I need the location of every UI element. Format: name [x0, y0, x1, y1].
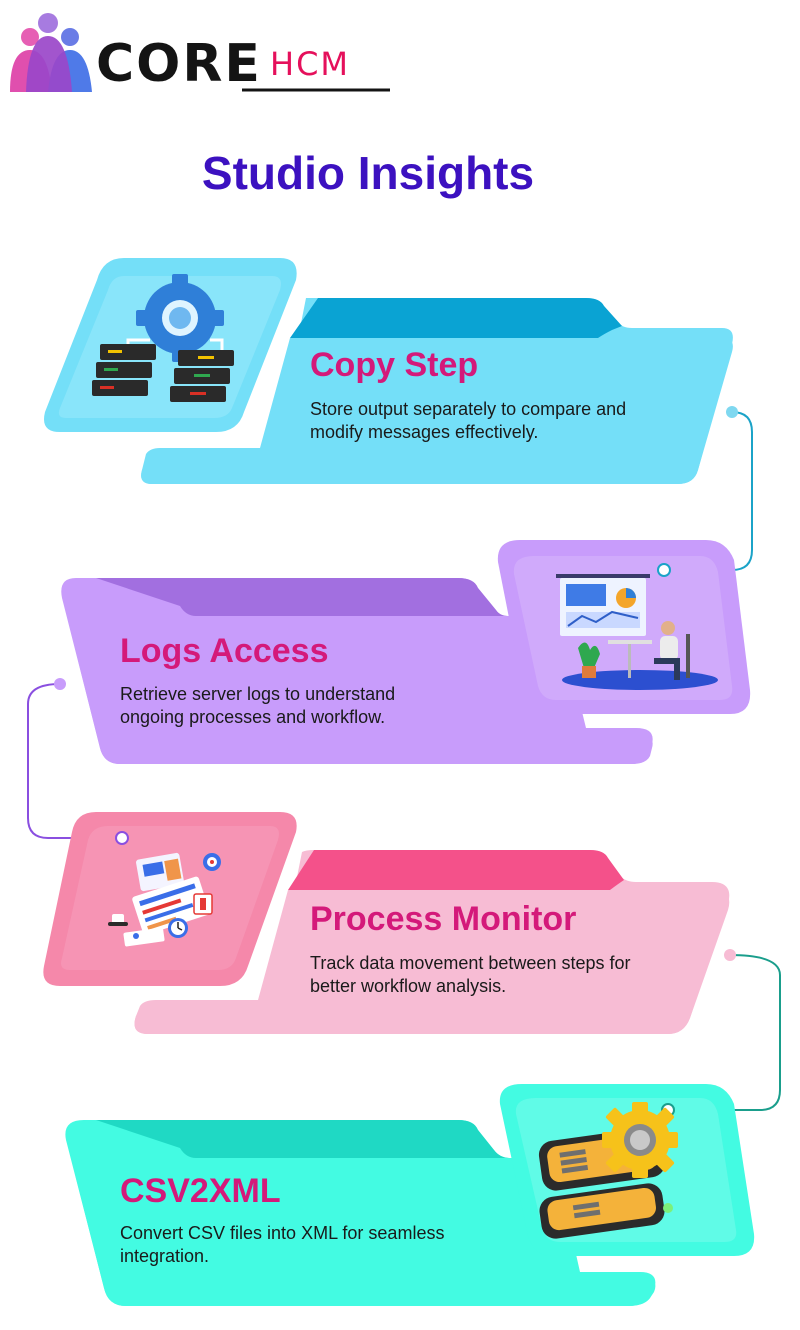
database-gear-icon — [538, 1102, 678, 1239]
page-title: Studio Insights — [201, 147, 535, 199]
card-title-csv2xml: CSV2XML — [120, 1172, 281, 1210]
connectors — [27, 411, 781, 1111]
card-process-monitor — [43, 812, 730, 1034]
logo-people-icon — [10, 13, 92, 92]
connector-dots — [54, 406, 738, 961]
brand-wordmark-core: CORE — [96, 34, 262, 94]
card-description-csv2xml: Convert CSV files into XML for seamless … — [120, 1223, 445, 1266]
card-title-copy-step: Copy Step — [310, 346, 479, 384]
card-copy-step — [44, 258, 733, 484]
reports-clock-icon — [108, 852, 221, 947]
servers-gear-icon — [92, 274, 234, 402]
card-title-process-monitor: Process Monitor — [310, 900, 577, 938]
brand-wordmark-hcm: HCM — [270, 45, 351, 83]
card-description-copy-step: Store output separately to compare and m… — [310, 399, 627, 442]
card-title-logs-access: Logs Access — [120, 632, 329, 670]
card-csv2xml — [65, 1084, 755, 1306]
dashboard-analyst-icon — [556, 574, 718, 690]
card-description-logs-access: Retrieve server logs to understand ongoi… — [120, 684, 396, 727]
card-description-process-monitor: Track data movement between steps for be… — [310, 953, 631, 996]
card-logs-access — [61, 540, 751, 764]
